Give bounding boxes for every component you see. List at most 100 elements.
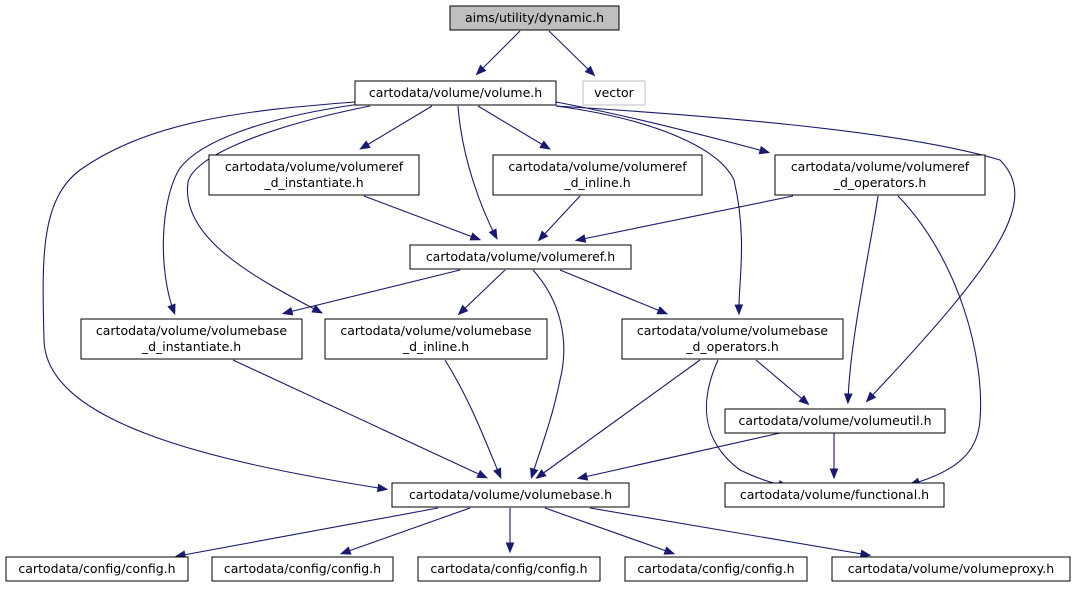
edge-volume-to-volumebase bbox=[42, 101, 386, 490]
node-label: cartodata/volume/volumebase bbox=[340, 323, 532, 338]
node-functional-h[interactable]: cartodata/volume/functional.h bbox=[724, 482, 945, 508]
node-volumebase-d-instantiate-h[interactable]: cartodata/volume/volumebase _d_instantia… bbox=[80, 318, 303, 360]
node-volumeproxy-h[interactable]: cartodata/volume/volumeproxy.h bbox=[831, 556, 1071, 582]
edge-vref_ops-to-functional bbox=[897, 195, 982, 485]
edge-volume-to-volumeref bbox=[457, 105, 497, 238]
node-dynamic-h[interactable]: aims/utility/dynamic.h bbox=[449, 5, 620, 31]
edge-vbase_inline-to-volumebase bbox=[444, 359, 501, 477]
node-label: cartodata/volume/volumeutil.h bbox=[738, 413, 931, 428]
arrowhead-volumeutil-to-volumebase bbox=[576, 472, 589, 481]
node-label: cartodata/config/config.h bbox=[224, 561, 381, 576]
edge-volumeutil-to-volumebase bbox=[579, 432, 781, 479]
node-volume-h[interactable]: cartodata/volume/volume.h bbox=[354, 80, 557, 106]
node-config-h-4[interactable]: cartodata/config/config.h bbox=[624, 556, 808, 582]
node-volumeutil-h[interactable]: cartodata/volume/volumeutil.h bbox=[724, 408, 946, 434]
edge-volume-to-vref_ops bbox=[555, 101, 768, 153]
arrowhead-volume-to-vbase_ops bbox=[734, 304, 744, 316]
arrowhead-vbase_inst-to-volumebase bbox=[476, 469, 489, 479]
node-volumebase-h[interactable]: cartodata/volume/volumebase.h bbox=[391, 482, 630, 508]
arrowhead-volume-to-volumeref bbox=[488, 228, 498, 241]
arrowhead-volume-to-volumeutil bbox=[865, 391, 877, 403]
node-label: cartodata/config/config.h bbox=[18, 561, 175, 576]
arrowhead-volumebase-to-config4 bbox=[663, 546, 676, 555]
edge-dynamic-to-vector bbox=[548, 30, 594, 75]
edge-vbase_ops-to-volumebase bbox=[537, 359, 701, 478]
node-volumeref-d-instantiate-h[interactable]: cartodata/volume/volumeref _d_instantiat… bbox=[208, 154, 420, 196]
node-volumebase-d-inline-h[interactable]: cartodata/volume/volumebase _d_inline.h bbox=[324, 318, 548, 360]
edge-vref_inline-to-volumeref bbox=[539, 195, 581, 240]
edge-dynamic-to-volume bbox=[477, 30, 521, 74]
arrowhead-volume-to-vref_inst bbox=[359, 140, 371, 150]
node-label: cartodata/volume/volumeref bbox=[508, 159, 687, 174]
node-config-h-3[interactable]: cartodata/config/config.h bbox=[417, 556, 601, 582]
edge-volumebase-to-config2 bbox=[342, 507, 471, 554]
arrowhead-volume-to-volumebase bbox=[376, 483, 389, 493]
node-vector[interactable]: vector bbox=[582, 80, 646, 106]
arrowhead-vref_inst-to-volumeref bbox=[469, 232, 482, 241]
edge-volume-to-vbase_inst bbox=[162, 103, 361, 313]
node-label: cartodata/config/config.h bbox=[637, 561, 794, 576]
edge-volumeref-to-vbase_ops bbox=[559, 269, 666, 314]
node-label: aims/utility/dynamic.h bbox=[465, 10, 604, 25]
edge-volume-to-vbase_inline bbox=[186, 105, 371, 313]
edge-volumeref-to-vbase_inline bbox=[459, 269, 506, 314]
edge-vref_ops-to-volumeref bbox=[577, 195, 794, 241]
edge-volumeref-to-volumebase bbox=[531, 269, 565, 477]
arrowhead-vbase_ops-to-volumebase bbox=[535, 469, 547, 479]
node-volumeref-d-inline-h[interactable]: cartodata/volume/volumeref _d_inline.h bbox=[492, 154, 703, 196]
node-label: cartodata/volume/volumebase bbox=[637, 323, 829, 338]
edge-volumebase-to-config4 bbox=[544, 507, 673, 554]
node-config-h-2[interactable]: cartodata/config/config.h bbox=[211, 556, 394, 582]
arrowhead-vbase_ops-to-volumeutil bbox=[798, 394, 810, 406]
node-volumeref-d-operators-h[interactable]: cartodata/volume/volumeref _d_operators.… bbox=[774, 154, 986, 196]
edge-volume-to-vref_inst bbox=[361, 105, 433, 149]
node-label-line2: _d_inline.h bbox=[563, 175, 630, 190]
node-label: vector bbox=[594, 85, 635, 100]
arrowhead-vref_ops-to-volumeutil bbox=[843, 393, 853, 405]
node-label-line2: _d_operators.h bbox=[685, 339, 779, 354]
edge-volumeref-to-vbase_inst bbox=[284, 269, 461, 314]
node-volumeref-h[interactable]: cartodata/volume/volumeref.h bbox=[409, 244, 632, 270]
node-volumebase-d-operators-h[interactable]: cartodata/volume/volumebase _d_operators… bbox=[621, 318, 844, 360]
arrowhead-volumeref-to-vbase_inline bbox=[457, 304, 469, 316]
edge-volume-to-vbase_ops bbox=[555, 105, 743, 313]
node-label: cartodata/volume/volumeref bbox=[791, 159, 970, 174]
edge-vref_ops-to-volumeutil bbox=[847, 195, 879, 402]
node-label: cartodata/volume/functional.h bbox=[740, 487, 929, 502]
arrowhead-vref_inline-to-volumeref bbox=[537, 230, 549, 242]
arrowhead-volumeref-to-vbase_ops bbox=[656, 306, 669, 315]
arrowhead-volume-to-vref_inline bbox=[539, 140, 551, 150]
node-config-h-1[interactable]: cartodata/config/config.h bbox=[5, 556, 189, 582]
node-label: cartodata/volume/volumebase.h bbox=[409, 487, 612, 502]
edge-volumebase-to-config1 bbox=[177, 507, 439, 557]
arrowhead-volume-to-vbase_inline bbox=[311, 304, 323, 314]
arrowhead-vbase_inline-to-volumebase bbox=[493, 467, 502, 480]
arrowhead-volume-to-vref_ops bbox=[758, 145, 771, 155]
edge-volume-to-vref_inline bbox=[477, 105, 549, 149]
node-label-line2: _d_instantiate.h bbox=[141, 339, 241, 354]
arrowhead-volumebase-to-volumeproxy bbox=[859, 549, 872, 559]
node-label: cartodata/config/config.h bbox=[430, 561, 587, 576]
node-label: cartodata/volume/volumeref bbox=[225, 159, 404, 174]
arrowhead-volumeref-to-volumebase bbox=[530, 467, 539, 480]
node-label: cartodata/volume/volume.h bbox=[369, 85, 542, 100]
arrowhead-volume-to-vbase_inst bbox=[167, 303, 176, 316]
node-label-line2: _d_instantiate.h bbox=[263, 175, 363, 190]
arrowhead-volumeref-to-vbase_inst bbox=[281, 306, 294, 316]
node-label-line2: _d_inline.h bbox=[402, 339, 469, 354]
edge-volumebase-to-volumeproxy bbox=[589, 507, 869, 556]
node-label-line2: _d_operators.h bbox=[833, 175, 927, 190]
graph-edges bbox=[42, 30, 1016, 559]
edge-vref_inst-to-volumeref bbox=[363, 195, 479, 240]
arrowhead-dynamic-to-volume bbox=[475, 64, 487, 76]
node-label: cartodata/volume/volumeref.h bbox=[426, 249, 615, 264]
arrowhead-vref_ops-to-volumeref bbox=[574, 234, 587, 243]
arrowhead-volumebase-to-config2 bbox=[339, 546, 352, 555]
arrowhead-volumeutil-to-functional bbox=[829, 468, 839, 480]
edge-vbase_ops-to-volumeutil bbox=[755, 359, 808, 404]
node-label: cartodata/volume/volumebase bbox=[96, 323, 288, 338]
arrowhead-volumebase-to-config3 bbox=[505, 542, 515, 554]
edge-vbase_inst-to-volumebase bbox=[232, 359, 486, 478]
edge-volume-to-volumeutil bbox=[555, 105, 1016, 401]
